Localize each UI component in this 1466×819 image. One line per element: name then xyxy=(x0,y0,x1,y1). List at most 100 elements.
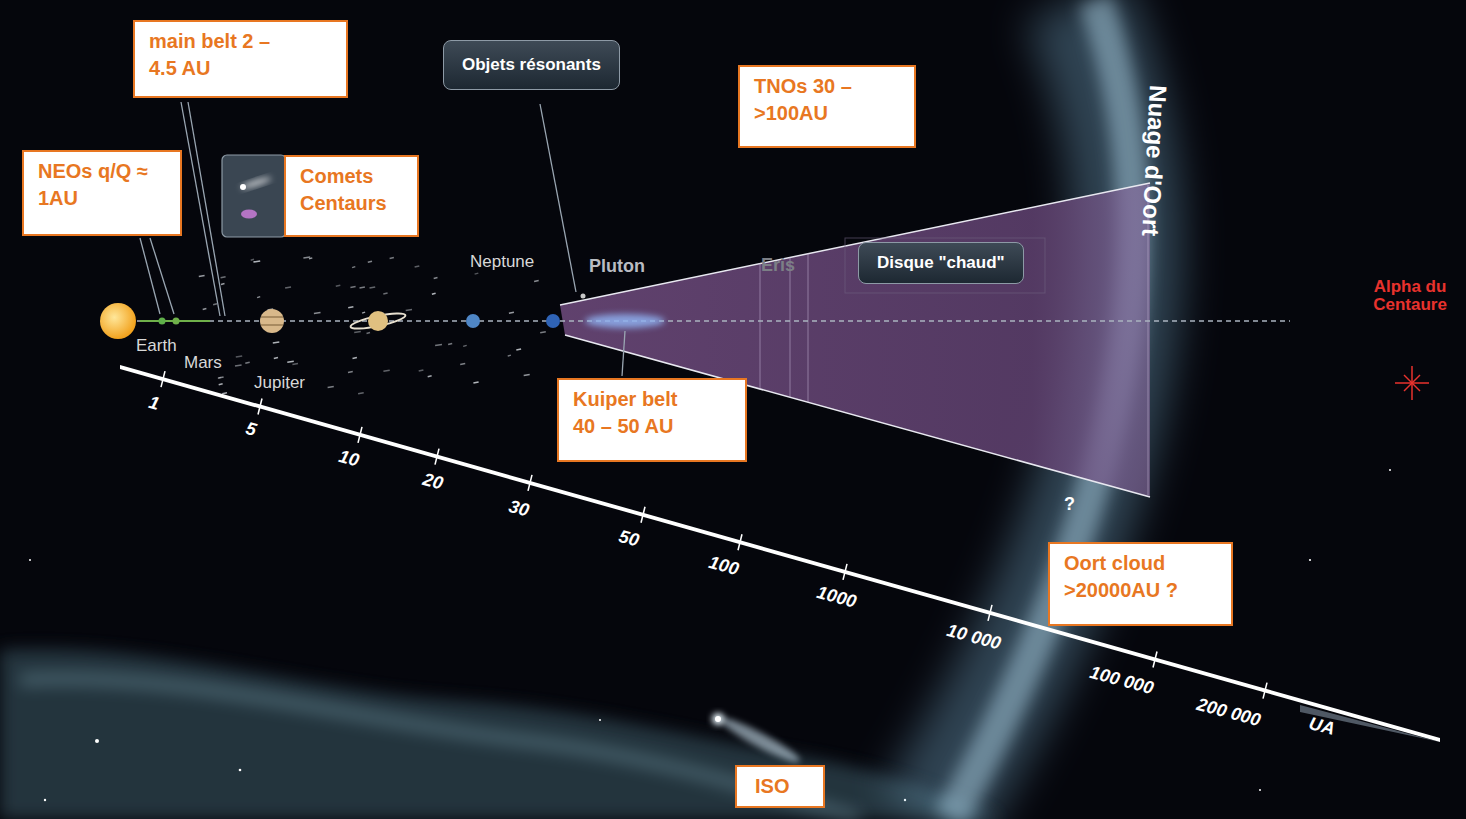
box-text: Kuiper belt 40 – 50 AU xyxy=(573,386,703,440)
small-body xyxy=(257,297,260,298)
small-body xyxy=(406,309,412,310)
small-body xyxy=(336,285,341,286)
comet-icon xyxy=(240,175,272,191)
axis-label: 5 xyxy=(244,418,259,441)
axis-label: 10 xyxy=(337,446,362,471)
body-label: Mars xyxy=(184,353,222,373)
small-body xyxy=(352,267,355,268)
small-body xyxy=(236,356,242,357)
axis-tick xyxy=(738,534,742,550)
box-text: Comets Centaurs xyxy=(300,163,400,217)
small-body xyxy=(358,393,364,394)
small-body xyxy=(353,357,357,358)
axis-ticks xyxy=(161,371,1267,698)
small-body xyxy=(434,278,438,279)
axis-label: 100 xyxy=(707,552,741,580)
axis-label: 100 000 xyxy=(1088,662,1156,699)
axis-fade xyxy=(1300,705,1440,742)
jupiter-band xyxy=(261,324,283,326)
label-box: NEOs q/Q ≈ 1AU xyxy=(22,150,182,236)
axis-tick xyxy=(843,564,847,580)
axis-tick xyxy=(435,449,439,465)
small-body xyxy=(245,362,249,363)
axis-tick xyxy=(528,475,532,491)
body-label: Pluton xyxy=(589,256,645,277)
body-label: Neptune xyxy=(470,252,534,272)
small-body xyxy=(303,257,310,258)
small-body xyxy=(367,333,371,334)
neptune xyxy=(546,314,560,328)
label-box: Kuiper belt 40 – 50 AU xyxy=(557,378,747,462)
small-body xyxy=(285,287,291,288)
axis-label: UA xyxy=(1307,713,1338,740)
small-body xyxy=(218,377,221,378)
small-bodies xyxy=(199,257,546,394)
body-label: Jupiter xyxy=(254,373,305,393)
axis-label: 1 xyxy=(147,392,162,415)
background-stars xyxy=(29,469,1391,801)
icon-box xyxy=(222,155,286,237)
small-body xyxy=(415,266,420,267)
small-body xyxy=(219,384,223,385)
distance-axis xyxy=(120,365,1440,742)
small-body xyxy=(362,312,365,313)
small-body xyxy=(448,344,452,345)
leader-lines xyxy=(140,102,625,376)
iso-comet xyxy=(712,713,724,725)
region-label: Nuage d'Oort xyxy=(1136,85,1172,237)
small-body xyxy=(273,342,280,343)
body-label: Earth xyxy=(136,336,177,356)
small-body xyxy=(473,382,478,383)
small-body xyxy=(292,363,298,364)
callout-box: Objets résonants xyxy=(443,40,620,90)
box-text: Objets résonants xyxy=(462,55,601,75)
axis-label: 20 xyxy=(421,469,446,494)
axis-tick xyxy=(1153,651,1157,667)
body-label: Alpha du Centaure xyxy=(1370,278,1450,314)
small-body xyxy=(370,287,376,288)
small-body xyxy=(328,386,334,387)
label-box: Comets Centaurs xyxy=(284,155,419,237)
hot-disk-frame xyxy=(845,238,1045,293)
small-body xyxy=(314,312,321,313)
small-body xyxy=(390,257,394,258)
axis-tick xyxy=(258,399,262,415)
small-body xyxy=(218,377,223,378)
axis-tick xyxy=(641,507,645,523)
small-body xyxy=(435,345,442,346)
box-text: main belt 2 – 4.5 AU xyxy=(149,28,289,82)
small-body xyxy=(428,376,432,377)
small-body xyxy=(360,287,365,288)
small-body xyxy=(540,332,546,333)
label-box: TNOs 30 – >100AU xyxy=(738,65,916,148)
cone-edge xyxy=(560,183,1150,305)
axis-tick xyxy=(358,427,362,443)
mars xyxy=(173,318,180,325)
centaur-icon xyxy=(241,210,257,219)
small-body xyxy=(383,370,389,371)
saturn xyxy=(368,311,388,331)
small-body xyxy=(419,370,424,371)
small-body xyxy=(524,375,530,376)
small-body xyxy=(463,345,467,346)
box-text: NEOs q/Q ≈ 1AU xyxy=(38,158,158,212)
small-body xyxy=(251,259,254,260)
small-body xyxy=(287,361,294,362)
axis-tick xyxy=(161,371,165,387)
saturn-ring xyxy=(350,310,407,331)
ecliptic-line xyxy=(110,320,1290,321)
small-body xyxy=(348,371,353,372)
box-text: Oort cloud >20000AU ? xyxy=(1064,550,1204,604)
small-body xyxy=(383,293,387,294)
small-body xyxy=(508,355,511,356)
small-body xyxy=(235,365,242,366)
jupiter-band xyxy=(261,316,283,318)
box-text: Disque "chaud" xyxy=(877,253,1005,273)
small-body xyxy=(368,261,372,262)
small-body xyxy=(309,258,312,259)
body-label: ? xyxy=(1064,494,1075,515)
kuiper-belt xyxy=(585,314,665,328)
small-body xyxy=(475,273,479,274)
small-body xyxy=(203,309,207,310)
